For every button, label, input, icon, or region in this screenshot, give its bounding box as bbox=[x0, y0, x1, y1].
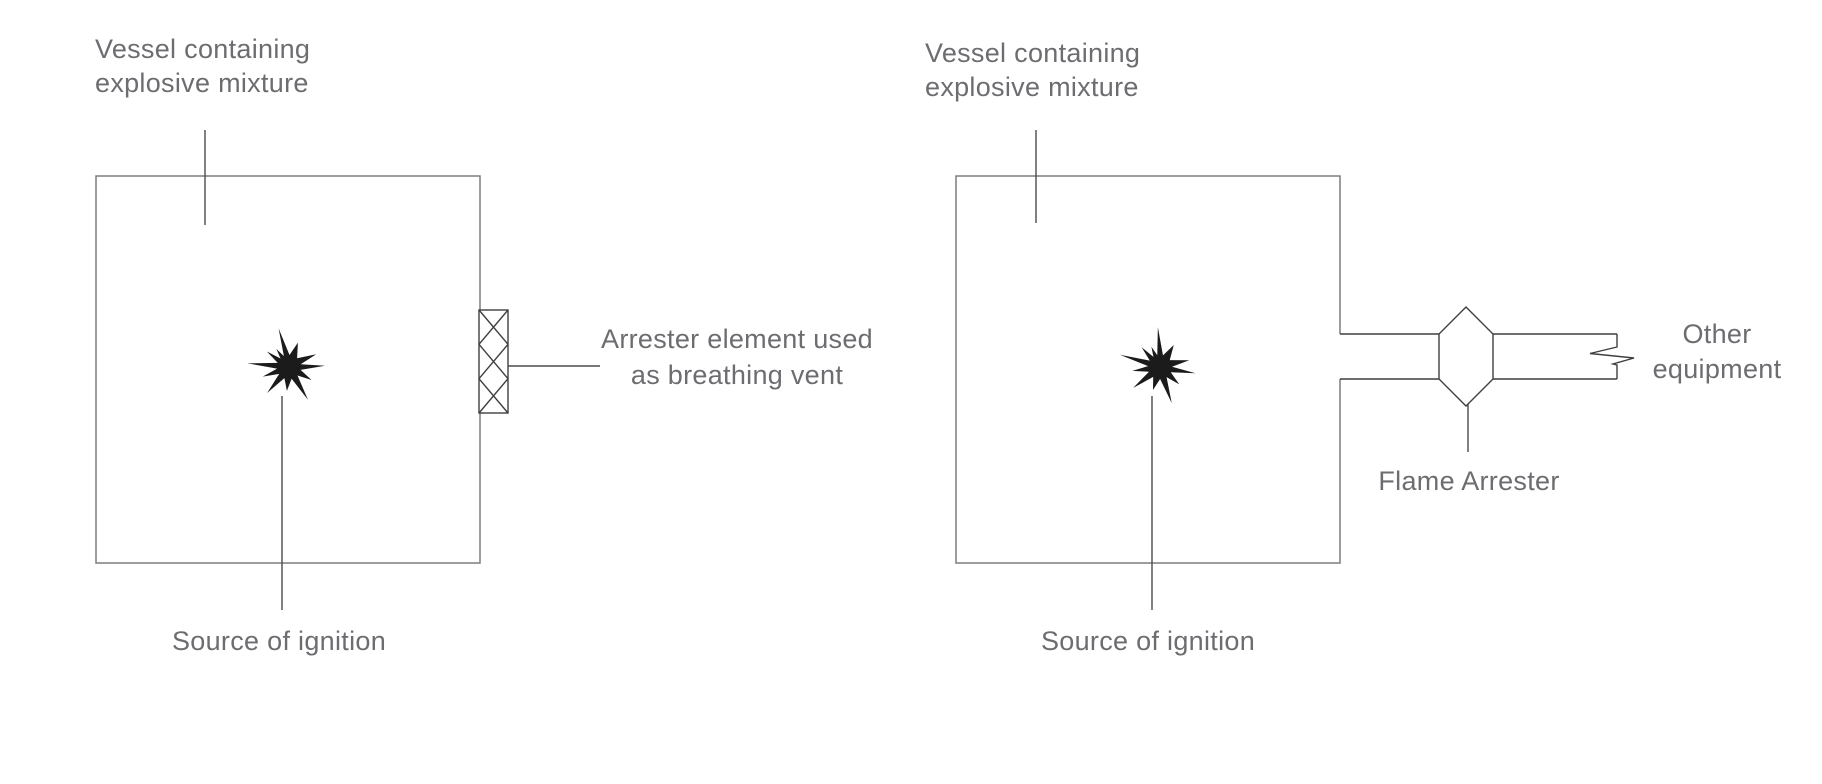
other-equipment-label: Other equipment bbox=[1652, 319, 1782, 384]
right-ignition-label: Source of ignition bbox=[1040, 626, 1256, 656]
pipe-break-icon bbox=[1589, 334, 1635, 379]
right-vessel-label: Vessel containing explosive mixture bbox=[925, 38, 1141, 102]
crosshatch-line bbox=[478, 378, 509, 414]
leader-lines bbox=[204, 130, 1469, 610]
pipe-lines bbox=[1340, 333, 1617, 380]
arrester-element-label: Arrester element used as breathing vent bbox=[601, 324, 873, 390]
left-ignition-label: Source of ignition bbox=[171, 626, 387, 656]
ignition-sparks bbox=[247, 327, 1196, 404]
crosshatch-line bbox=[478, 309, 509, 345]
crosshatch-line bbox=[478, 343, 509, 380]
left-vessel-label: Vessel containing explosive mixture bbox=[95, 34, 311, 98]
flame-arrester-label: Flame Arrester bbox=[1378, 466, 1560, 496]
flame-arrester-hexagon-icon bbox=[1438, 306, 1494, 407]
right-vessel-box bbox=[955, 175, 1341, 564]
ignition-spark-icon bbox=[1119, 327, 1196, 404]
arrester-element-crosshatch-icon bbox=[478, 309, 509, 414]
symbol-lines bbox=[478, 306, 1635, 414]
ignition-spark-icon bbox=[247, 328, 325, 400]
